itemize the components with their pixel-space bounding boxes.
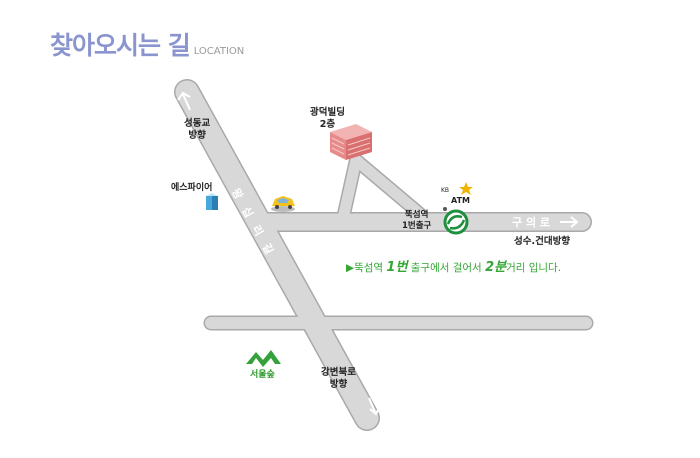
directions-exit-num: 1번: [386, 260, 408, 275]
taxi-icon: [271, 196, 295, 212]
spire-building-icon: [206, 193, 218, 210]
label-building-line2: 2층: [319, 119, 336, 130]
directions-suffix: 거리 입니다.: [506, 262, 562, 274]
label-kb: KB: [441, 187, 450, 194]
building-icon: [330, 124, 372, 160]
subway-station-icon: [443, 209, 469, 235]
label-station-line2: 1번출구: [402, 221, 432, 231]
label-seongdonggyo-line2: 방향: [188, 130, 206, 141]
label-building: 광덕빌딩 2층: [310, 107, 345, 131]
label-seongsu: 성수.건대방향: [514, 236, 571, 247]
label-building-line1: 광덕빌딩: [310, 107, 345, 118]
label-station-exit: 뚝섬역 1번출구: [402, 210, 431, 232]
label-gangbyeon: 강변북로 방향: [321, 367, 356, 391]
label-gangbyeon-line2: 방향: [329, 379, 348, 390]
directions-prefix: ▶뚝섬역: [346, 262, 387, 274]
label-atm: ATM: [451, 196, 470, 205]
label-station-line1: 뚝섬역: [404, 210, 429, 220]
arrow-up-icon: [177, 91, 191, 111]
label-sspire: 에스파이어: [171, 183, 213, 193]
label-gangbyeon-line1: 강변북로: [321, 367, 356, 378]
label-seongdonggyo-line1: 성동교: [184, 118, 211, 129]
label-seongdonggyo: 성동교 방향: [184, 118, 210, 142]
directions-minutes: 2분: [485, 260, 507, 275]
atm-marker-icon: [443, 207, 447, 211]
title-subtitle: LOCATION: [193, 46, 245, 57]
directions-note: ▶뚝섬역 1번 출구에서 걸어서 2분거리 입니다.: [346, 256, 561, 275]
seoul-forest-logo-icon: [246, 350, 281, 367]
kb-logo-icon: [459, 182, 473, 195]
arrow-right-icon: [560, 216, 579, 228]
arrow-down-icon: [368, 397, 381, 416]
directions-middle: 출구에서 걸어서: [407, 262, 486, 274]
road-label-guui: 구 의 로: [512, 215, 550, 229]
title-text: 찾아오시는 길: [50, 31, 191, 60]
label-seoul-forest: 서울숲: [250, 370, 275, 380]
